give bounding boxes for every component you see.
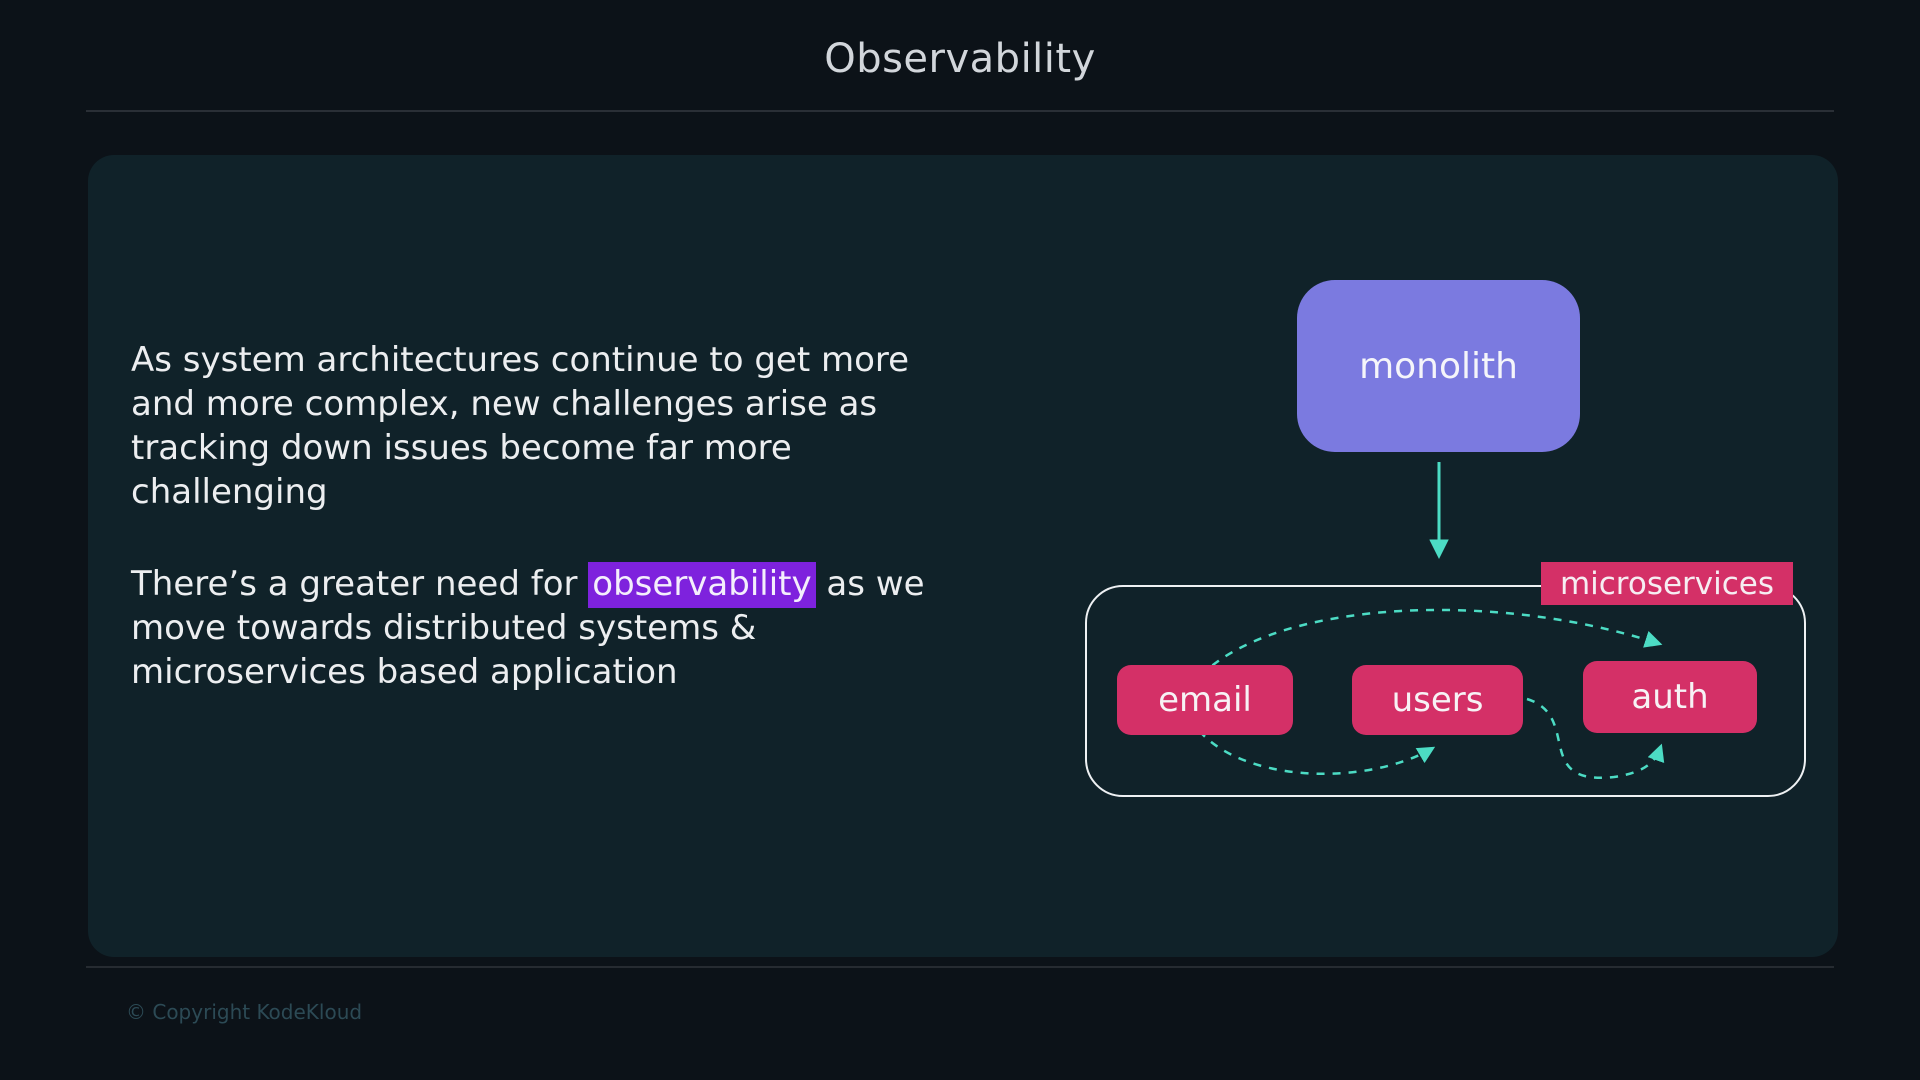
text-line: challenging (131, 472, 328, 512)
paragraph-1: As system architectures continue to get … (131, 338, 1031, 514)
p2-before: There’s a greater need for (131, 564, 589, 604)
slide-title: Observability (824, 36, 1096, 82)
service-box-email: email (1117, 665, 1293, 735)
title-divider (86, 110, 1834, 112)
microservices-container (1085, 585, 1806, 797)
text-line: microservices based application (131, 652, 678, 692)
text-line: tracking down issues become far more (131, 428, 792, 468)
text-line: move towards distributed systems & (131, 608, 757, 648)
body-text: As system architectures continue to get … (131, 338, 1031, 694)
monolith-box: monolith (1297, 280, 1580, 452)
text-line: As system architectures continue to get … (131, 340, 910, 380)
text-line: There’s a greater need for observability… (131, 562, 1031, 608)
paragraph-2: There’s a greater need for observability… (131, 562, 1031, 694)
monolith-label: monolith (1359, 345, 1518, 387)
p2-after: as we (815, 564, 925, 604)
service-box-users: users (1352, 665, 1523, 735)
paragraph-gap (131, 514, 1031, 562)
microservices-label: microservices (1541, 562, 1793, 605)
observability-highlight: observability (588, 562, 816, 608)
text-line: and more complex, new challenges arise a… (131, 384, 878, 424)
footer-divider (86, 966, 1834, 968)
service-box-auth: auth (1583, 661, 1757, 733)
copyright-text: © Copyright KodeKloud (126, 1000, 363, 1024)
